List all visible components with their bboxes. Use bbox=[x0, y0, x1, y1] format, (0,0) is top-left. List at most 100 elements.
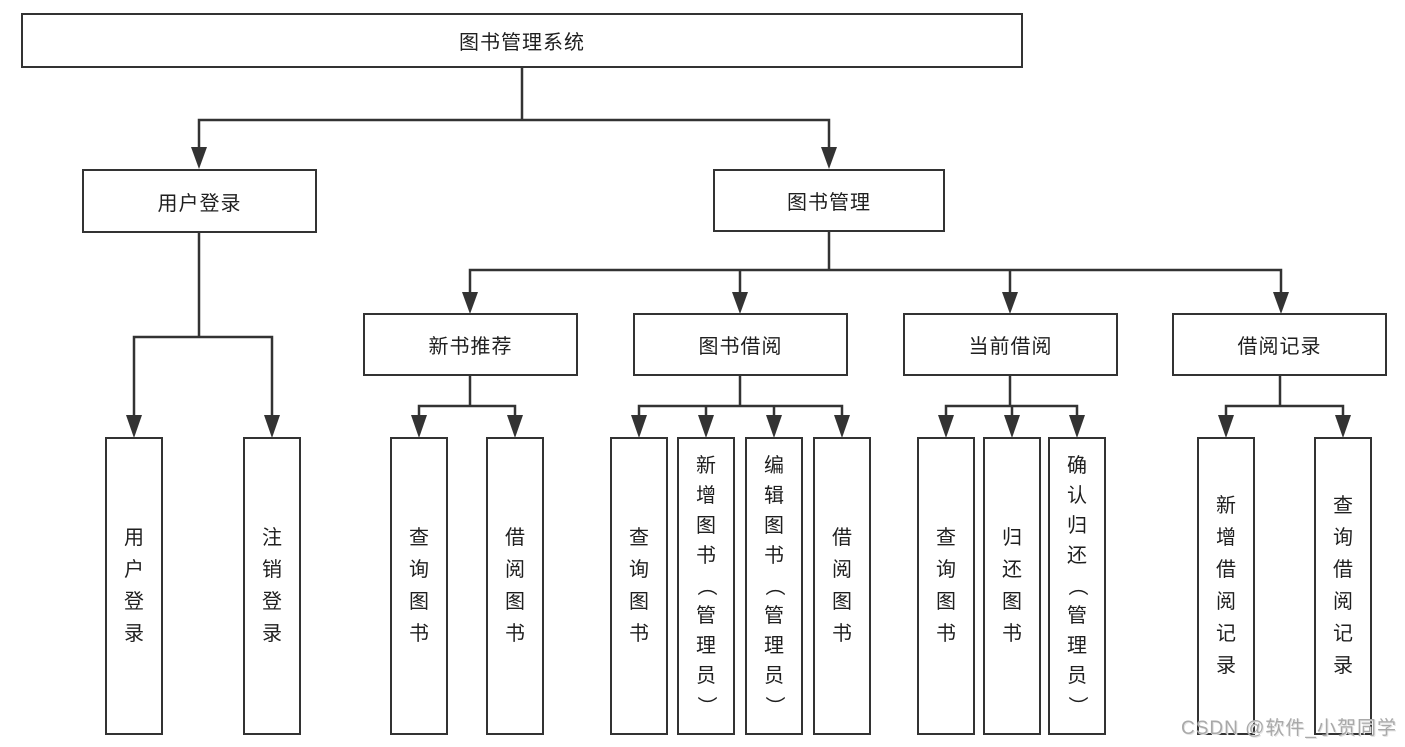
arrowhead bbox=[507, 415, 523, 438]
arrowhead bbox=[411, 415, 427, 438]
leaf-user-login: 用户登录 bbox=[105, 437, 163, 735]
node-root-label: 图书管理系统 bbox=[459, 32, 585, 54]
vertical-char: 书 bbox=[696, 545, 716, 567]
node-borrow-records: 借阅记录 bbox=[1172, 313, 1387, 376]
vertical-char: 编 bbox=[764, 455, 784, 477]
vertical-char: 记 bbox=[1216, 623, 1236, 645]
vertical-char: 录 bbox=[1333, 655, 1353, 677]
connector-current-borrow-to-leaves bbox=[938, 376, 1085, 438]
vertical-char: 员 bbox=[1067, 665, 1087, 687]
arrowhead bbox=[732, 292, 748, 314]
vertical-char: 查 bbox=[1333, 495, 1353, 517]
vertical-char: 理 bbox=[696, 635, 716, 657]
vertical-char: 增 bbox=[696, 485, 716, 507]
vertical-char: 询 bbox=[629, 559, 649, 581]
vertical-char: 注 bbox=[262, 527, 282, 549]
connector-line bbox=[197, 68, 831, 152]
vertical-char: 图 bbox=[505, 591, 525, 613]
csdn-watermark: CSDN @软件_小贺同学 bbox=[1181, 718, 1397, 739]
leaf-query-borrow-record-label: 查询借阅记录 bbox=[1333, 496, 1353, 676]
vertical-char: 查 bbox=[409, 527, 429, 549]
connector-root-to-level2 bbox=[191, 68, 837, 169]
connector-line bbox=[1224, 376, 1345, 419]
leaf-return-book-label: 归还图书 bbox=[1002, 528, 1022, 644]
vertical-char: 还 bbox=[1002, 559, 1022, 581]
node-new-book-recommend: 新书推荐 bbox=[363, 313, 578, 376]
leaf-borrow-books: 借阅图书 bbox=[813, 437, 871, 735]
vertical-char: 辑 bbox=[764, 485, 784, 507]
node-new-book-recommend-label: 新书推荐 bbox=[428, 336, 513, 358]
node-book-management: 图书管理 bbox=[713, 169, 945, 232]
vertical-char: 增 bbox=[1216, 527, 1236, 549]
node-user-login-label: 用户登录 bbox=[157, 192, 242, 215]
leaf-borrow-books-recommend-label: 借阅图书 bbox=[505, 528, 525, 644]
vertical-char: 销 bbox=[262, 559, 282, 581]
vertical-char: 图 bbox=[629, 591, 649, 613]
leaf-borrow-books-recommend: 借阅图书 bbox=[486, 437, 544, 735]
vertical-char: 阅 bbox=[505, 559, 525, 581]
vertical-char: 管 bbox=[696, 605, 716, 627]
vertical-char: ） bbox=[695, 696, 717, 716]
connector-line bbox=[417, 376, 517, 419]
node-book-borrow-label: 图书借阅 bbox=[698, 336, 783, 358]
leaf-add-borrow-record: 新增借阅记录 bbox=[1197, 437, 1255, 735]
arrowhead bbox=[126, 415, 142, 438]
vertical-char: 图 bbox=[409, 591, 429, 613]
leaf-query-books-current-label: 查询图书 bbox=[936, 528, 956, 644]
vertical-char: 书 bbox=[832, 623, 852, 645]
vertical-char: 书 bbox=[764, 545, 784, 567]
leaf-query-books-borrow-label: 查询图书 bbox=[629, 528, 649, 644]
vertical-char: 书 bbox=[629, 623, 649, 645]
vertical-char: 书 bbox=[936, 623, 956, 645]
vertical-char: 借 bbox=[1216, 559, 1236, 581]
vertical-char: 借 bbox=[505, 527, 525, 549]
vertical-char: 还 bbox=[1067, 545, 1087, 567]
node-current-borrow-label: 当前借阅 bbox=[968, 336, 1053, 358]
vertical-char: 图 bbox=[832, 591, 852, 613]
arrowhead bbox=[1273, 292, 1289, 314]
vertical-char: 认 bbox=[1067, 485, 1087, 507]
vertical-char: （ bbox=[695, 576, 717, 596]
node-root: 图书管理系统 bbox=[21, 13, 1023, 68]
vertical-char: 新 bbox=[696, 455, 716, 477]
arrowhead bbox=[698, 415, 714, 438]
leaf-query-borrow-record: 查询借阅记录 bbox=[1314, 437, 1372, 735]
leaf-add-borrow-record-label: 新增借阅记录 bbox=[1216, 496, 1236, 676]
leaf-query-books-borrow: 查询图书 bbox=[610, 437, 668, 735]
arrowhead bbox=[766, 415, 782, 438]
vertical-char: 记 bbox=[1333, 623, 1353, 645]
vertical-char: 录 bbox=[124, 623, 144, 645]
arrowhead bbox=[834, 415, 850, 438]
leaf-confirm-return-admin: 确认归还（管理员） bbox=[1048, 437, 1106, 735]
arrowhead bbox=[462, 292, 478, 314]
leaf-logout-label: 注销登录 bbox=[262, 528, 282, 644]
connector-new-book-recommend-to-leaves bbox=[411, 376, 523, 438]
vertical-char: 员 bbox=[764, 665, 784, 687]
arrowhead bbox=[191, 147, 207, 169]
vertical-char: 管 bbox=[764, 605, 784, 627]
vertical-char: 阅 bbox=[832, 559, 852, 581]
vertical-char: 员 bbox=[696, 665, 716, 687]
vertical-char: 询 bbox=[1333, 527, 1353, 549]
vertical-char: 查 bbox=[936, 527, 956, 549]
vertical-char: 确 bbox=[1067, 455, 1087, 477]
connector-line bbox=[132, 233, 274, 419]
connector-borrow-records-to-leaves bbox=[1218, 376, 1351, 438]
leaf-confirm-return-admin-label: 确认归还（管理员） bbox=[1066, 455, 1088, 716]
vertical-char: 归 bbox=[1067, 515, 1087, 537]
vertical-char: 书 bbox=[409, 623, 429, 645]
vertical-char: 借 bbox=[832, 527, 852, 549]
vertical-char: 书 bbox=[505, 623, 525, 645]
leaf-return-book: 归还图书 bbox=[983, 437, 1041, 735]
vertical-char: 归 bbox=[1002, 527, 1022, 549]
vertical-char: 询 bbox=[936, 559, 956, 581]
vertical-char: 理 bbox=[764, 635, 784, 657]
vertical-char: 图 bbox=[764, 515, 784, 537]
leaf-user-login-label: 用户登录 bbox=[124, 528, 144, 644]
vertical-char: ） bbox=[1066, 696, 1088, 716]
leaf-edit-book-admin-label: 编辑图书（管理员） bbox=[763, 455, 785, 716]
connector-book-management-to-level3 bbox=[462, 232, 1289, 314]
leaf-query-books-recommend-label: 查询图书 bbox=[409, 528, 429, 644]
vertical-char: 录 bbox=[1216, 655, 1236, 677]
vertical-char: 查 bbox=[629, 527, 649, 549]
